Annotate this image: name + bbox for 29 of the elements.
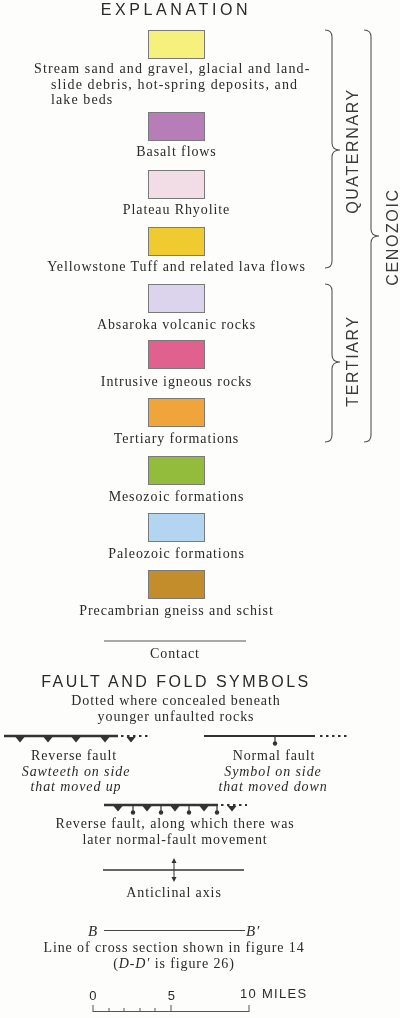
legend-text: Reverse fault bbox=[31, 748, 117, 764]
legend-text: Stream sand and gravel, glacial and land-slide debris, hot-spring deposits, and lake beds bbox=[34, 61, 312, 108]
period-label: TERTIARY bbox=[343, 315, 361, 407]
section-end-label: B bbox=[88, 923, 99, 940]
legend-text: Line of cross section shown in figure 14 (D-D′ is figure 26) bbox=[42, 940, 306, 972]
period-label: QUATERNARY bbox=[343, 88, 361, 214]
section-end-label: B′ bbox=[246, 923, 261, 940]
era-label: CENOZOIC bbox=[383, 188, 400, 286]
legend-text: Plateau Rhyolite bbox=[122, 202, 231, 218]
scale-label: 0 bbox=[89, 988, 98, 1003]
title: EXPLANATION bbox=[100, 1, 252, 19]
legend-text: Reverse fault, along which there was later normal-fault movement bbox=[54, 816, 296, 848]
legend-text: Absaroka volcanic rocks bbox=[96, 317, 257, 333]
legend-text: Tertiary formations bbox=[113, 431, 240, 447]
note-text: Dotted where concealed beneath younger unfaulted rocks bbox=[70, 693, 282, 725]
legend-text: Precambrian gneiss and schist bbox=[79, 603, 274, 619]
legend-text: Yellowstone Tuff and related lava flows bbox=[47, 259, 306, 275]
legend-text: Normal fault bbox=[232, 748, 316, 764]
symbol-note: Symbol on side that moved down bbox=[217, 764, 329, 794]
legend-text: Intrusive igneous rocks bbox=[100, 374, 253, 390]
symbol-note: Sawteeth on side that moved up bbox=[20, 764, 132, 794]
section-heading: FAULT AND FOLD SYMBOLS bbox=[41, 673, 311, 691]
scale-label: 10 MILES bbox=[240, 986, 308, 1001]
legend-text: Anticlinal axis bbox=[126, 885, 222, 901]
legend-text: Basalt flows bbox=[136, 144, 217, 160]
scale-label: 5 bbox=[167, 988, 177, 1003]
legend-text: Paleozoic formations bbox=[108, 546, 245, 562]
legend-text: Mesozoic formations bbox=[108, 489, 245, 505]
legend-text: Contact bbox=[150, 646, 200, 662]
